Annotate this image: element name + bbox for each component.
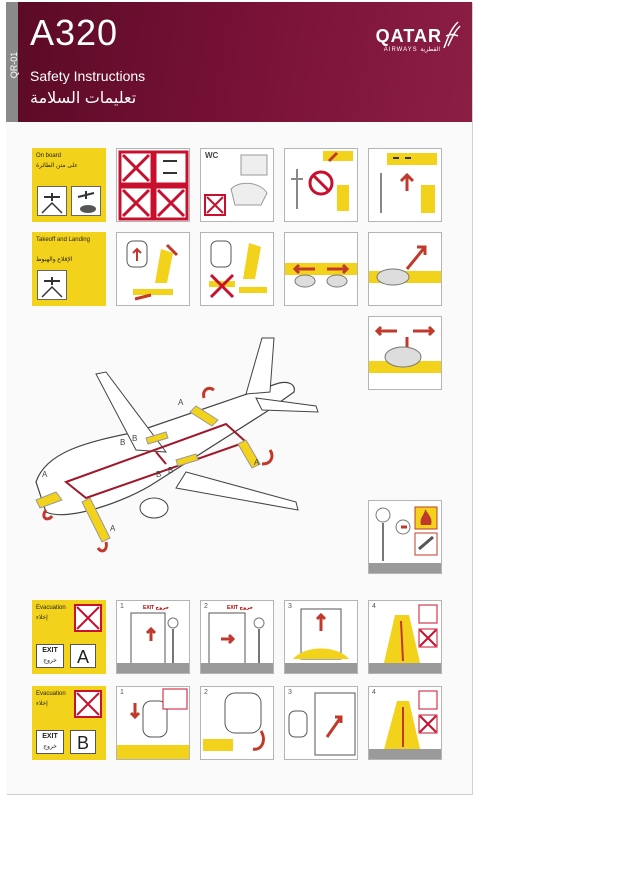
tray-table-stowed-tile — [200, 232, 274, 306]
exit-sign-a: EXIT خروج — [36, 644, 64, 668]
no-baggage-icon — [74, 604, 102, 632]
title-english: Safety Instructions — [30, 68, 146, 84]
floor-band — [117, 663, 189, 673]
exit-label: A — [254, 458, 260, 467]
step-number: 1 — [120, 689, 124, 696]
window-shade-seat-upright-tile — [116, 232, 190, 306]
floor-band — [369, 563, 441, 573]
door-type-letter: B — [70, 730, 96, 754]
side-code: QR-01 — [9, 51, 19, 79]
exit-sign-text: EXIT خروج — [227, 605, 253, 611]
exit-text-ar: خروج — [43, 658, 57, 664]
side-strip: QR-01 — [6, 2, 19, 122]
evac-b-step-1-tile: 1 — [116, 686, 190, 760]
smoke-fire-brace-tile — [368, 500, 442, 574]
evac-a-step-3-tile: 3 — [284, 600, 358, 674]
evac-a-step-1-tile: 1 EXIT خروج — [116, 600, 190, 674]
safety-card: QR-01 A320 Safety Instructions تعليمات ا… — [6, 2, 472, 794]
section-label-en: Takeoff and Landing — [36, 237, 90, 243]
no-smoking-cabin-tile — [284, 148, 358, 222]
cruise-cloud-icon — [71, 186, 101, 216]
aircraft-model: A320 — [30, 12, 119, 53]
step-number: 2 — [204, 689, 208, 696]
exit-label: B — [156, 470, 162, 479]
step-number: 3 — [288, 603, 292, 610]
step-number: 1 — [120, 603, 124, 610]
exit-label: B — [132, 434, 138, 443]
brand-subtitle: AIRWAYS القطرية — [383, 47, 440, 53]
exit-text-en: EXIT — [42, 647, 58, 654]
floor-band — [201, 663, 273, 673]
tighten-seatbelt-tile — [368, 232, 442, 306]
brand-name: QATAR — [375, 26, 442, 46]
unfasten-seatbelt-tile — [368, 316, 442, 390]
step-number: 2 — [204, 603, 208, 610]
section-label-ar: على متن الطائرة — [36, 163, 78, 169]
step-number: 4 — [372, 689, 376, 696]
exit-label: A — [110, 524, 116, 533]
section-evacuation-a: Evacuation إخلاء EXIT خروج A — [32, 600, 106, 674]
section-on-board: On board على متن الطائرة — [32, 148, 106, 222]
door-type-letter: A — [70, 644, 96, 668]
prohibited-items-tile — [116, 148, 190, 222]
section-evacuation-b: Evacuation إخلاء EXIT خروج B — [32, 686, 106, 760]
section-label-ar: إخلاء — [36, 701, 48, 707]
floor-band — [369, 663, 441, 673]
exit-label: A — [178, 398, 184, 407]
step-number: 3 — [288, 689, 292, 696]
card-header: QR-01 A320 Safety Instructions تعليمات ا… — [6, 2, 472, 122]
exit-text-en: EXIT — [42, 733, 58, 740]
fasten-seatbelt-tile — [284, 232, 358, 306]
evac-b-step-2-tile: 2 — [200, 686, 274, 760]
seatbelt-sign-tile — [368, 148, 442, 222]
takeoff-runway-icon — [37, 186, 67, 216]
section-label-en: On board — [36, 153, 62, 159]
wc-no-smoking-tile: WC — [200, 148, 274, 222]
title-arabic: تعليمات السلامة — [30, 90, 137, 107]
landing-runway-icon — [37, 270, 67, 300]
exit-label: B — [120, 438, 126, 447]
section-label-ar: إخلاء — [36, 615, 48, 621]
section-label-ar: الإقلاع والهبوط — [36, 257, 73, 263]
step-number: 4 — [372, 603, 376, 610]
section-takeoff-landing: Takeoff and Landing الإقلاع والهبوط — [32, 232, 106, 306]
exit-label: B — [168, 466, 174, 475]
wc-label: WC — [205, 151, 219, 160]
evac-b-step-4-tile: 4 — [368, 686, 442, 760]
exit-sign-text: EXIT خروج — [143, 605, 169, 611]
no-baggage-icon — [74, 690, 102, 718]
floor-band — [285, 663, 357, 673]
evac-a-step-2-tile: 2 EXIT خروج — [200, 600, 274, 674]
floor-band — [369, 749, 441, 759]
section-label-en: Evacuation — [36, 605, 66, 611]
evac-a-step-4-tile: 4 — [368, 600, 442, 674]
oryx-logo-icon — [443, 21, 461, 49]
evac-b-step-3-tile: 3 — [284, 686, 358, 760]
exit-locations-diagram — [35, 337, 319, 553]
exit-text-ar: خروج — [43, 744, 57, 750]
exit-sign-b: EXIT خروج — [36, 730, 64, 754]
section-label-en: Evacuation — [36, 691, 66, 697]
exit-label: A — [42, 470, 48, 479]
